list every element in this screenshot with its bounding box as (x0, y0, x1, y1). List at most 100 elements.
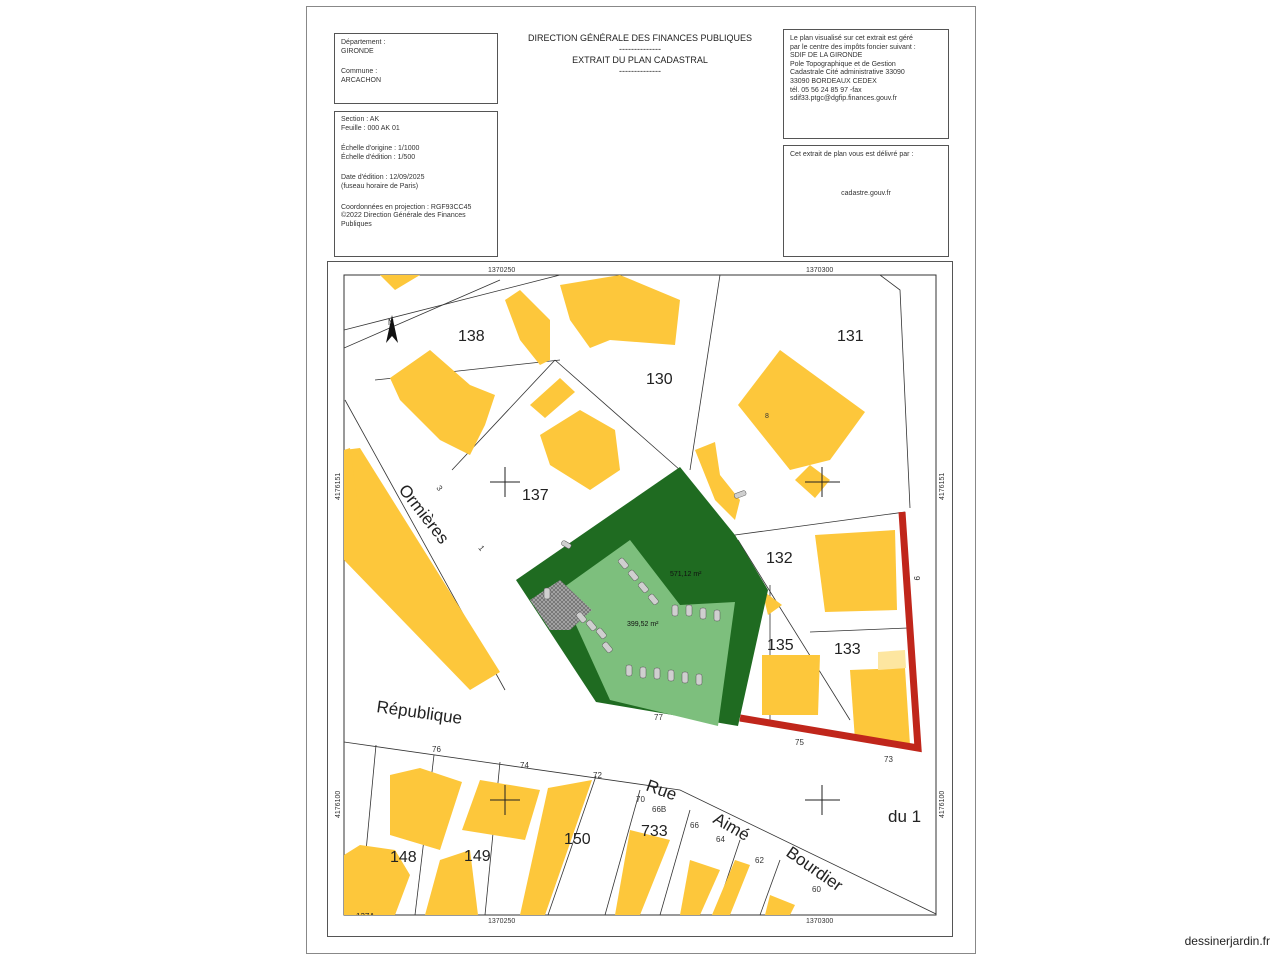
parcel-number: 135 (767, 637, 794, 654)
car (667, 669, 675, 682)
car (628, 569, 639, 581)
building (762, 655, 820, 715)
car (561, 540, 572, 549)
north-arrow: N (386, 315, 398, 343)
boundary-line (344, 275, 561, 331)
north-label: N (388, 318, 394, 327)
building (878, 650, 906, 670)
boundary-line (659, 809, 691, 915)
grid-crosshairs (490, 467, 840, 815)
building (462, 780, 540, 840)
buildings (344, 275, 910, 915)
north-arrow-icon (386, 315, 398, 343)
boundary-line (734, 511, 906, 536)
building (425, 850, 478, 915)
boundary-line (809, 627, 909, 633)
parcel-number: 137 (522, 487, 549, 504)
car (618, 557, 629, 569)
car (648, 593, 659, 605)
section-info-box: Section : AK Feuille : 000 AK 01 Échelle… (334, 111, 498, 257)
building (344, 908, 392, 915)
car (576, 611, 587, 623)
commune-value: ARCACHON (341, 76, 382, 84)
car (602, 641, 613, 653)
building (762, 590, 782, 615)
delivery-box: Cet extrait de plan vous est délivré par… (783, 145, 949, 257)
car (543, 587, 551, 600)
info-line: Section : AK (341, 116, 380, 123)
title-main: DIRECTION GÉNÉRALE DES FINANCES PUBLIQUE… (527, 33, 753, 43)
service-line: Cadastrale Cité administrative 33090 (790, 69, 905, 77)
service-line: Le plan visualisé sur cet extrait est gé… (790, 35, 913, 42)
departement-label: Département : (341, 39, 386, 46)
car (671, 604, 679, 617)
building (344, 845, 410, 915)
building (344, 448, 360, 520)
street-number: 72 (593, 771, 602, 780)
car (681, 671, 689, 684)
info-line: Feuille : 000 AK 01 (341, 124, 400, 132)
parking-zone (560, 540, 735, 726)
street-number: 1 (476, 544, 486, 553)
car (625, 664, 633, 677)
parcel-labels: 138 130 131 137 132 135 133 148 149 150 … (356, 328, 864, 915)
street-numbers: 3 1 76 74 72 70 66B 66 64 62 60 77 75 73… (432, 484, 921, 894)
coord-right-lower: 4176100 (939, 791, 946, 818)
service-line: 33090 BORDEAUX CEDEX (790, 77, 877, 85)
building (344, 448, 500, 690)
boundary-line (344, 741, 936, 915)
car (695, 673, 703, 686)
car (653, 667, 661, 680)
building (505, 290, 550, 365)
street-number: 75 (795, 738, 804, 747)
street-number: 3 (434, 484, 444, 493)
boundary-line (547, 775, 597, 915)
building (712, 860, 750, 915)
delivery-site: cadastre.gouv.fr (841, 189, 891, 197)
title-separator-1: -------------- (619, 44, 661, 54)
street-number: 66B (652, 805, 666, 814)
boundary-line (737, 539, 851, 721)
street-name: du 1 (888, 807, 921, 826)
title-block: DIRECTION GÉNÉRALE DES FINANCES PUBLIQUE… (499, 33, 781, 77)
street-number: 74 (520, 761, 529, 770)
info-line: Coordonnées en projection : RGF93CC45 (341, 203, 472, 211)
car (639, 666, 647, 679)
coord-left-lower: 4176100 (335, 791, 342, 818)
info-line: Date d'édition : 12/09/2025 (341, 174, 425, 182)
street-number: 73 (884, 755, 893, 764)
coord-top-right: 1370300 (806, 267, 833, 274)
commune-label: Commune : (341, 68, 378, 76)
boundary-line (554, 359, 681, 471)
car (699, 607, 707, 620)
area-label: 571,12 m² (670, 571, 702, 578)
building (540, 410, 620, 490)
info-line: Échelle d'origine : 1/1000 (341, 145, 420, 153)
street-number: 64 (716, 835, 725, 844)
house-number: 8 (765, 413, 769, 420)
street-number: 76 (432, 745, 441, 754)
building (520, 780, 592, 915)
location-box: Département : GIRONDE Commune : ARCACHON (334, 33, 498, 104)
service-line: par le centre des impôts foncier suivant… (790, 43, 916, 51)
info-line: (fuseau horaire de Paris) (341, 182, 419, 190)
parcel-boundaries (344, 275, 936, 915)
car (596, 627, 607, 639)
boundary-line (604, 789, 641, 915)
parcel-number: 131 (837, 328, 864, 345)
street-number: 66 (690, 821, 699, 830)
crosshair (490, 467, 520, 497)
building (850, 668, 910, 745)
building (815, 530, 897, 612)
service-line: Pole Topographique et de Gestion (790, 60, 896, 68)
parcel-number: 150 (564, 831, 591, 848)
building (680, 860, 720, 915)
street-number: 60 (812, 885, 821, 894)
area-label: 399,52 m² (627, 621, 659, 628)
building (560, 275, 680, 348)
building (738, 350, 865, 470)
parcel-number: 133 (834, 641, 861, 658)
service-line: tél. 05 56 24 85 97 -fax (790, 86, 862, 94)
car (685, 604, 693, 617)
